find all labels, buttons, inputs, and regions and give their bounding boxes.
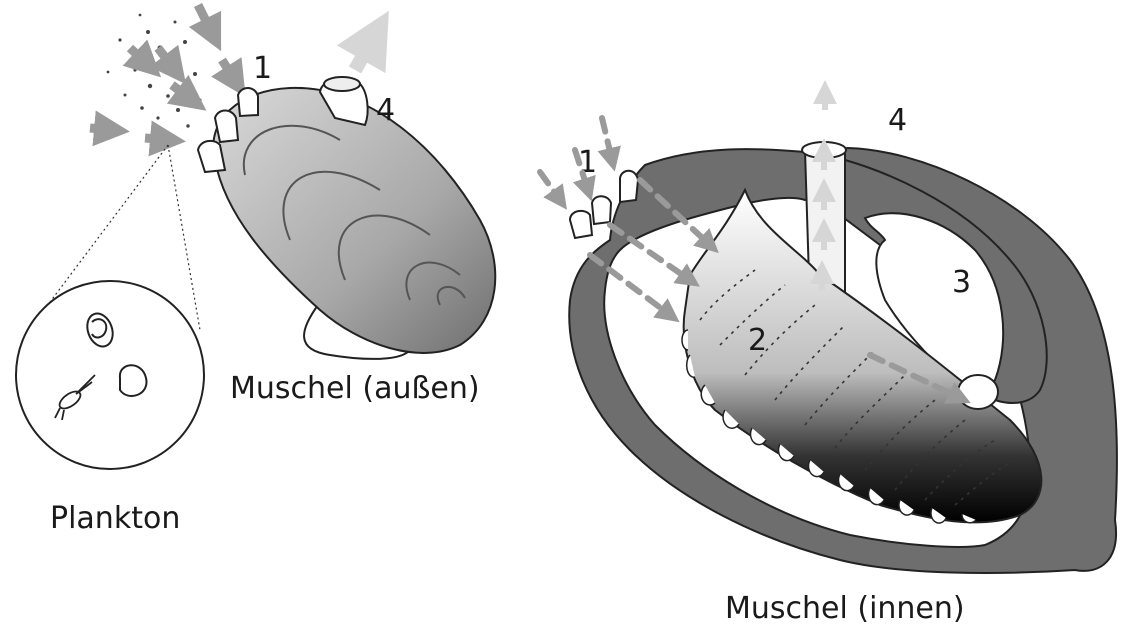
inflow-arrow [540,172,560,200]
outer-exhalant-number: 4 [376,93,395,128]
outer-inflow-arrows [90,5,236,140]
inflow-arrow [145,138,168,140]
outflow-arrow [355,35,375,70]
inner-mussel-group: 3 4 [540,92,1117,626]
inflow-arrow [90,128,112,130]
gill-number: 2 [748,323,767,358]
plankton-caption: Plankton [50,501,180,536]
outer-shell [213,88,495,353]
mantle-cavity-number: 3 [952,265,971,300]
inflow-arrow [222,60,236,82]
outer-mussel-group: 1 4 Plankton Muschel (außen) [16,5,495,536]
exhalant-valve [958,375,998,409]
plankton-particles [107,14,202,128]
outer-mussel-caption: Muschel (außen) [230,371,480,406]
inflow-arrow [198,5,213,35]
inflow-arrow [130,48,148,65]
inflow-arrow [602,118,612,160]
inner-mussel-caption: Muschel (innen) [725,591,965,626]
inner-exhalant-number: 4 [888,103,907,138]
outer-siphon-number: 1 [253,51,272,86]
inflow-arrow [172,85,192,100]
plankton-magnifier [16,145,204,469]
